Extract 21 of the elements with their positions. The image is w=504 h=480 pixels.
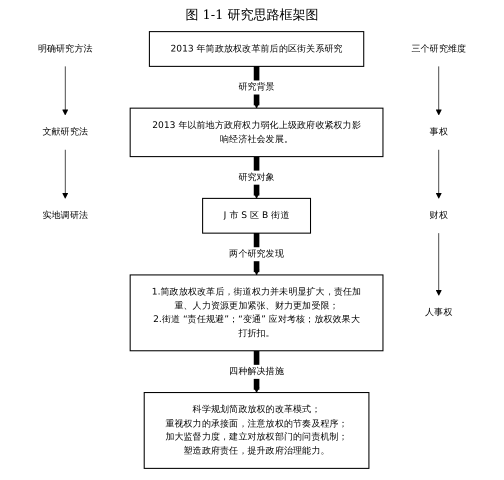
edge-label: 两个研究发现 <box>229 248 284 260</box>
edge-label: 研究背景 <box>238 82 275 92</box>
node-box: 科学规划简政放权的改革模式； 重视权力的承接面，注意放权的节奏及程序； 加大监督力度，建立对放权部门的问责机制； 塑造政府责任，提升政府治理能力。 <box>144 392 370 469</box>
node-text: 财权 <box>430 210 448 221</box>
arrow <box>436 149 442 199</box>
edge-label: 研究对象 <box>238 172 275 183</box>
node-box: 1.简政放权改革后，街道权力并未明显扩大，责任加重、人力资源更加紧张、财力更加受限； 2.街道 “责任规避”；“变通” 应对考核；放权效果大打折扣。 <box>130 274 384 352</box>
node-box: 2013 年简政放权改革前后的区街关系研究 <box>148 31 364 67</box>
figure-title: 图 1-1 研究思路框架图 <box>184 7 320 25</box>
arrow <box>436 232 442 296</box>
node-text: 实地调研法 <box>42 210 88 221</box>
arrow <box>436 66 442 116</box>
node-text: 文献研究法 <box>42 126 88 138</box>
arrow <box>62 149 68 199</box>
node-text: 事权 <box>430 126 448 138</box>
arrow <box>62 66 68 116</box>
node-box: 2013 年以前地方政府权力弱化上级政府收紧权力影响经济社会发展。 <box>130 108 384 158</box>
node-text: 人事权 <box>425 307 452 318</box>
node-text: 明确研究方法 <box>38 44 93 54</box>
edge-label: 四种解决措施 <box>229 366 284 377</box>
node-text: 三个研究维度 <box>411 44 466 54</box>
